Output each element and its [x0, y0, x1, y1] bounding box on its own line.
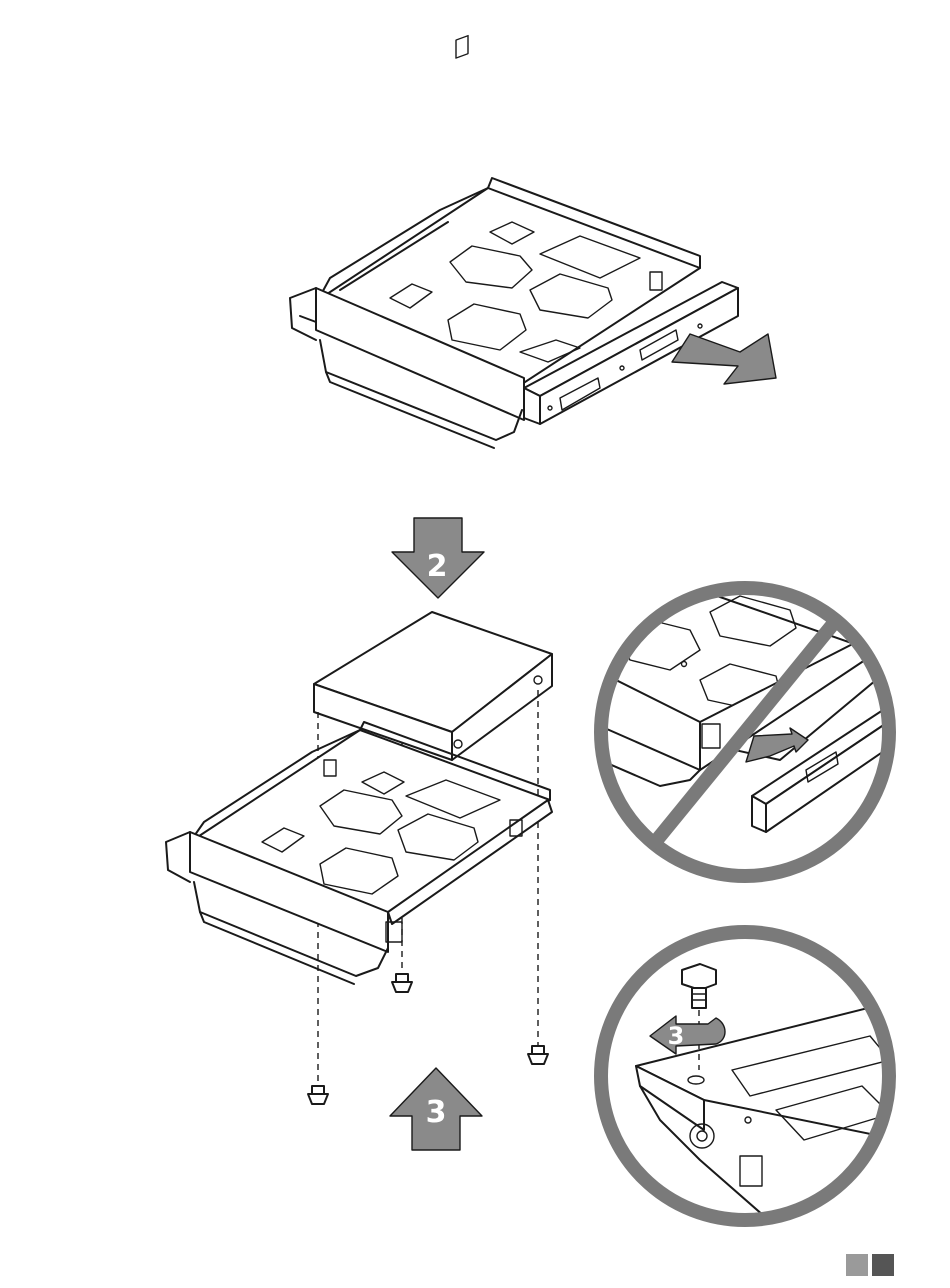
screw-icon [308, 1086, 328, 1104]
arrow-right-icon [672, 334, 776, 384]
step-3-detail-number: 3 [668, 1022, 685, 1050]
step-2-number: 2 [427, 549, 448, 584]
bolt-icon [682, 964, 716, 990]
drive-tray-top [290, 36, 700, 448]
step-2-arrow: 2 [392, 518, 484, 598]
step-3-arrow: 3 [390, 1068, 482, 1150]
screw-icon [392, 974, 412, 992]
page-marker-light [846, 1254, 868, 1276]
drive-tray-middle [166, 722, 552, 984]
page-marker-dark [872, 1254, 894, 1276]
step-3-number: 3 [426, 1095, 447, 1130]
screw-icon [528, 1046, 548, 1064]
screw-detail: 3 [601, 932, 900, 1230]
prohibited-detail [600, 588, 900, 876]
